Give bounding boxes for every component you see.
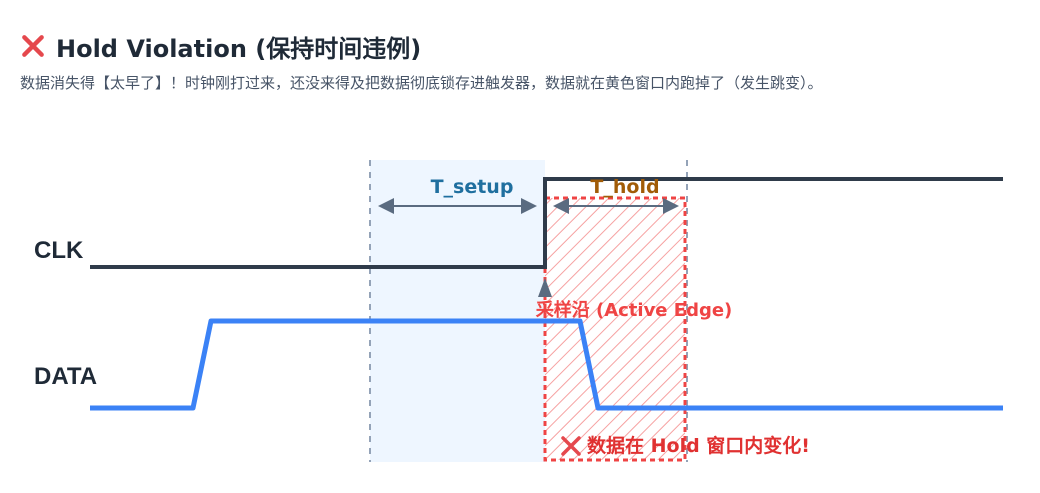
hold-window [543, 196, 687, 462]
title-row: Hold Violation (保持时间违例) [20, 28, 421, 64]
data-label: DATA [34, 363, 97, 390]
close-icon [22, 35, 44, 57]
close-icon [561, 436, 581, 456]
hold-label: T_hold [590, 176, 659, 198]
clk-waveform [90, 177, 1003, 269]
page-title: Hold Violation (保持时间违例) [56, 34, 422, 63]
violation-callout: 数据在 Hold 窗口内变化! [561, 434, 810, 457]
active-edge-label: 采样沿 (Active Edge) [535, 299, 733, 321]
page-description: 数据消失得【太早了】！时钟刚打过来，还没来得及把数据彻底锁存进触发器，数据就在黄… [20, 74, 823, 92]
active-edge-marker [538, 278, 552, 297]
violation-label: 数据在 Hold 窗口内变化! [587, 434, 810, 457]
setup-label: T_setup [431, 176, 514, 198]
clk-label: CLK [34, 237, 84, 264]
data-waveform [90, 318, 1003, 411]
